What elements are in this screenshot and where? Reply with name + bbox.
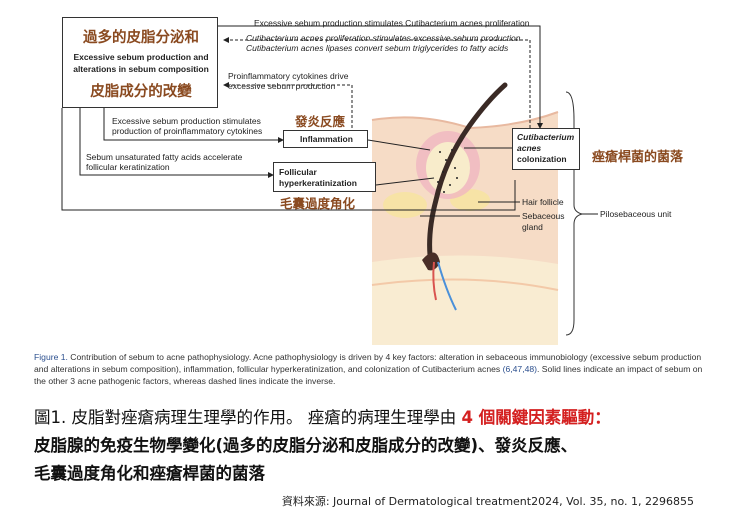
sebum-title-cn: 過多的皮脂分泌和 bbox=[83, 30, 199, 46]
follicular-line1: Follicular bbox=[279, 167, 317, 177]
sebaceous-label-1: Sebaceous bbox=[522, 211, 565, 221]
figure-caption: Figure 1. Contribution of sebum to acne … bbox=[34, 351, 710, 387]
arrow-label-mid1b: excessive sebum production bbox=[228, 81, 336, 91]
arrow-label-mid2b: production of proinflammatory cytokines bbox=[112, 126, 263, 136]
figure-label: Figure 1. bbox=[34, 352, 68, 362]
arrow-label-low1a: Sebum unsaturated fatty acids accelerate bbox=[86, 152, 243, 162]
chinese-caption-line2: 皮脂腺的免疫生物學變化(過多的皮脂分泌和皮脂成分的改變)、發炎反應、 bbox=[34, 436, 578, 455]
chinese-caption-line1: 圖1. 皮脂對痤瘡病理生理學的作用。 痤瘡的病理生理學由 4 個關鍵因素驅動： bbox=[34, 404, 611, 428]
source-citation: 資料來源: Journal of Dermatological treatmen… bbox=[281, 495, 694, 508]
follicular-line2: hyperkeratinization bbox=[279, 178, 357, 188]
caption-text: Contribution of sebum to acne pathophysi… bbox=[34, 352, 702, 374]
inflammation-label: Inflammation bbox=[300, 134, 353, 144]
arrow-label-top2a: Cutibacterium acnes proliferation stimul… bbox=[246, 33, 521, 43]
sebaceous-label-2: gland bbox=[522, 222, 543, 232]
chinese-caption-line3: 毛囊過度角化和痤瘡桿菌的菌落 bbox=[34, 464, 265, 483]
sebum-line2: alterations in sebum composition bbox=[73, 64, 209, 74]
arrow-label-top2b: Cutibacterium acnes lipases convert sebu… bbox=[246, 43, 509, 53]
chinese-caption-red: 4 個關鍵因素驅動： bbox=[461, 408, 611, 427]
follicular-box: Follicular hyperkeratinization bbox=[273, 162, 376, 192]
skin-illustration bbox=[371, 82, 583, 345]
hair-follicle-label: Hair follicle bbox=[522, 197, 564, 207]
arrow-label-low1b: follicular keratinization bbox=[86, 162, 170, 172]
inflammation-box: Inflammation bbox=[283, 130, 368, 148]
cutibacterium-line3: colonization bbox=[517, 154, 567, 164]
arrow-label-mid2a: Excessive sebum production stimulates bbox=[112, 116, 261, 126]
caption-text2: . Solid lines indicate an impact of sebu… bbox=[34, 364, 703, 386]
cutibacterium-line2: acnes bbox=[517, 143, 542, 153]
follicular-label-cn: 毛囊過度角化 bbox=[280, 196, 356, 211]
cutibacterium-line1: Cutibacterium bbox=[517, 132, 575, 142]
arrow-label-mid1a: Proinflammatory cytokines drive bbox=[228, 71, 349, 81]
cutibacterium-label-cn: 痤瘡桿菌的菌落 bbox=[592, 150, 684, 165]
caption-refs: (6,47,48) bbox=[502, 364, 538, 374]
arrow-label-top1: Excessive sebum production stimulates Cu… bbox=[254, 18, 530, 28]
sebum-factor-box: 過多的皮脂分泌和 Excessive sebum production and … bbox=[62, 17, 218, 108]
pilosebaceous-label: Pilosebaceous unit bbox=[600, 209, 672, 219]
sebum-subtitle-cn: 皮脂成分的改變 bbox=[90, 84, 192, 100]
inflammation-label-cn: 發炎反應 bbox=[295, 114, 346, 129]
chinese-caption-prefix: 圖1. 皮脂對痤瘡病理生理學的作用。 痤瘡的病理生理學由 bbox=[34, 408, 462, 427]
cutibacterium-box: Cutibacterium acnes colonization bbox=[512, 128, 580, 170]
connector-lines bbox=[61, 25, 598, 217]
sebum-line1: Excessive sebum production and bbox=[73, 52, 209, 62]
